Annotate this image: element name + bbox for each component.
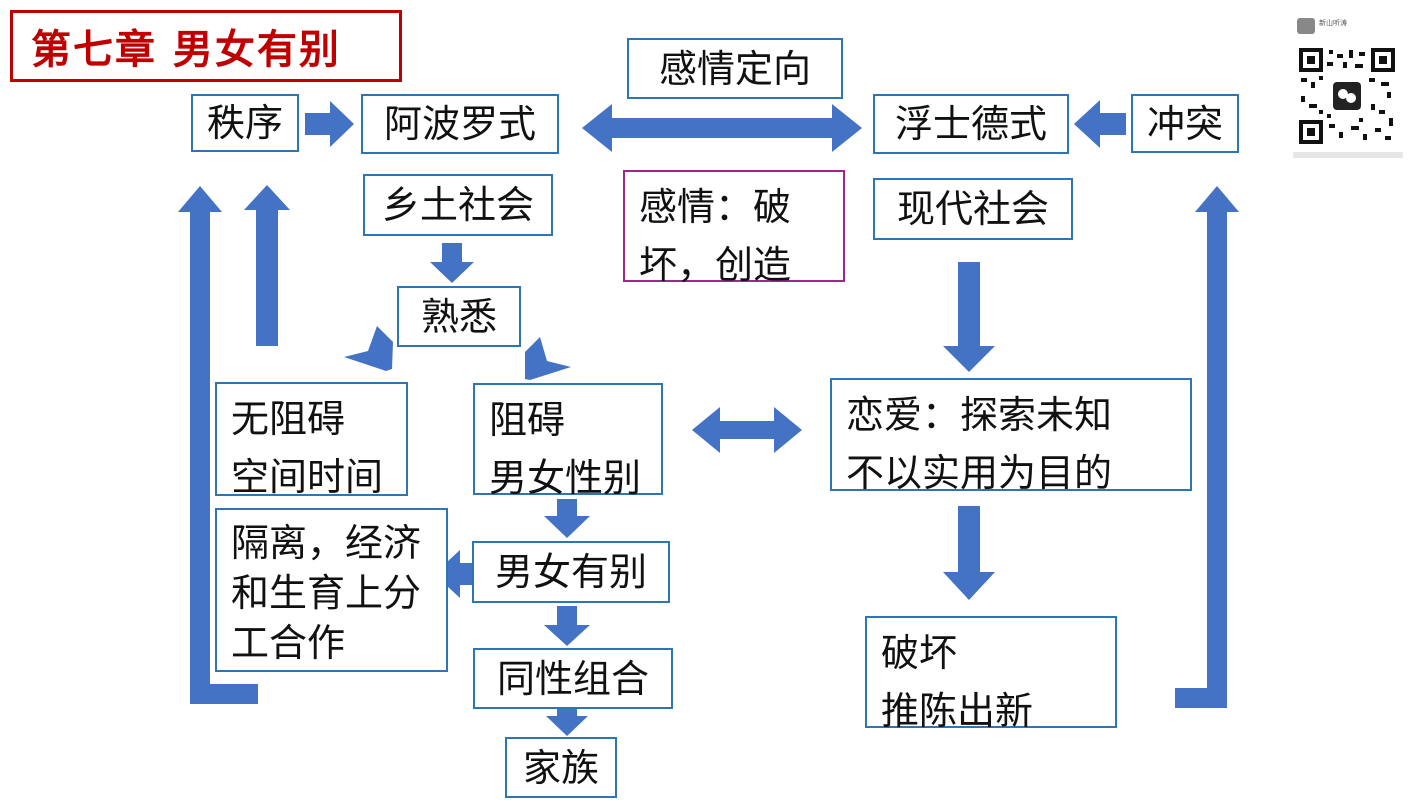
node-no-barrier-line2: 空间时间 bbox=[231, 455, 384, 499]
arrow-samesex-to-family bbox=[546, 708, 588, 736]
arrow-distinction-to-isolation bbox=[434, 550, 476, 598]
arrow-barrier-love bbox=[692, 407, 802, 453]
node-destroy-line1: 破坏 bbox=[881, 631, 958, 675]
node-familiarity: 熟悉 bbox=[397, 286, 521, 347]
node-gender-distinction-label: 男女有别 bbox=[494, 550, 647, 594]
node-love: 恋爱：探索未知 不以实用为目的 bbox=[830, 378, 1192, 495]
node-faustian-label: 浮士德式 bbox=[894, 102, 1047, 146]
arrow-apollonian-faustian bbox=[582, 104, 862, 152]
node-apollonian: 阿波罗式 bbox=[361, 94, 559, 154]
node-isolation-line2: 和生育上分 bbox=[231, 571, 422, 615]
node-conflict: 冲突 bbox=[1131, 94, 1239, 153]
node-order-label: 秩序 bbox=[206, 101, 283, 145]
node-family-label: 家族 bbox=[522, 745, 599, 790]
node-destroy-line2: 推陈出新 bbox=[881, 689, 1034, 733]
arrow-distinction-to-samesex bbox=[544, 606, 590, 646]
arrow-right-loop bbox=[1175, 186, 1239, 708]
node-no-barrier: 无阻碍 空间时间 bbox=[215, 382, 408, 499]
node-barrier: 阻碍 男女性别 bbox=[473, 383, 663, 500]
node-love-line1: 恋爱：探索未知 bbox=[846, 393, 1113, 437]
chapter-title: 第七章 男女有别 bbox=[10, 10, 402, 82]
node-rural-society-label: 乡土社会 bbox=[381, 183, 534, 227]
node-emotion-orientation-label: 感情定向 bbox=[658, 46, 811, 91]
node-emotion-orientation: 感情定向 bbox=[627, 38, 843, 99]
qr-account-name: 新山听涛 bbox=[1319, 19, 1347, 27]
arrow-conflict-to-faustian bbox=[1074, 100, 1126, 148]
qr-avatar bbox=[1297, 18, 1315, 34]
arrow-familiarity-to-barrier bbox=[525, 337, 571, 380]
node-same-sex-group: 同性组合 bbox=[473, 648, 673, 709]
arrow-love-to-destroy bbox=[943, 506, 995, 600]
node-faustian: 浮士德式 bbox=[873, 94, 1069, 154]
node-conflict-label: 冲突 bbox=[1146, 101, 1223, 146]
arrow-left-loop bbox=[178, 186, 258, 704]
arrow-barrier-to-distinction bbox=[544, 499, 590, 538]
node-emotion-line2: 坏，创造 bbox=[639, 243, 792, 287]
node-family: 家族 bbox=[505, 737, 617, 798]
node-rural-society: 乡土社会 bbox=[363, 174, 553, 236]
node-no-barrier-line1: 无阻碍 bbox=[231, 397, 346, 441]
node-isolation-line1: 隔离，经济 bbox=[231, 521, 422, 565]
node-destroy: 破坏 推陈出新 bbox=[865, 616, 1117, 733]
node-apollonian-label: 阿波罗式 bbox=[383, 102, 536, 146]
node-gender-distinction: 男女有别 bbox=[472, 541, 670, 603]
node-barrier-line2: 男女性别 bbox=[489, 456, 642, 500]
node-isolation-line3: 工合作 bbox=[231, 621, 346, 665]
node-familiarity-label: 熟悉 bbox=[420, 294, 497, 339]
node-love-line2: 不以实用为目的 bbox=[846, 451, 1113, 495]
node-same-sex-group-label: 同性组合 bbox=[496, 656, 649, 701]
qr-pattern bbox=[1299, 48, 1395, 144]
node-modern-society-label: 现代社会 bbox=[896, 187, 1049, 231]
arrow-familiarity-to-nobarrier bbox=[344, 326, 393, 371]
node-barrier-line1: 阻碍 bbox=[489, 398, 566, 442]
node-emotion-line1: 感情：破 bbox=[639, 185, 792, 229]
node-modern-society: 现代社会 bbox=[873, 178, 1073, 240]
arrow-modern-to-love bbox=[943, 262, 995, 372]
qr-code[interactable]: 新山听涛 bbox=[1293, 14, 1403, 166]
node-isolation: 隔离，经济 和生育上分 工合作 bbox=[215, 508, 448, 672]
arrow-rural-to-familiarity bbox=[430, 243, 474, 283]
arrow-familiarity-to-order bbox=[244, 185, 290, 346]
node-order: 秩序 bbox=[191, 94, 299, 152]
qr-caption-bar bbox=[1293, 152, 1403, 158]
arrow-order-to-apollonian bbox=[305, 101, 354, 147]
node-emotion: 感情：破 坏，创造 bbox=[623, 170, 845, 287]
